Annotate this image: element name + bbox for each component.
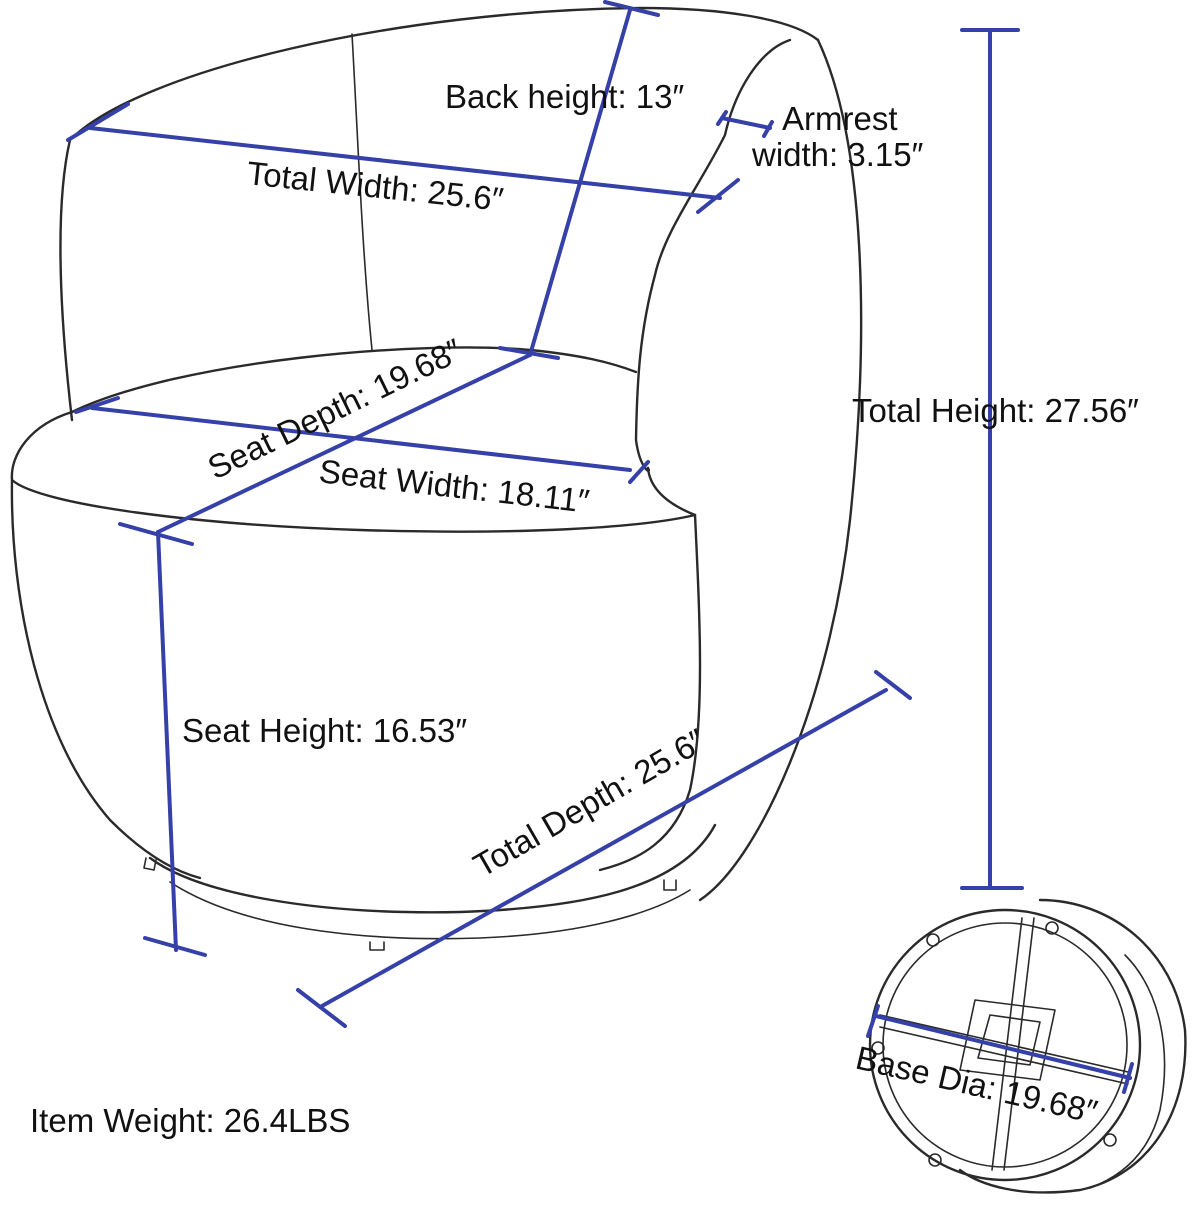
dim-base-dia	[874, 1014, 1132, 1080]
armrest-seat-join	[646, 466, 697, 517]
base-ring-outer	[868, 908, 1142, 1182]
base-ring-inner	[882, 922, 1128, 1168]
base-bolt-3	[871, 1041, 885, 1055]
base-bolt-4	[1103, 1133, 1117, 1147]
dim-total-width-cap-left	[66, 102, 130, 142]
dim-base-dia-cap-right	[1122, 1062, 1134, 1094]
dim-seat-height-cap-top	[118, 522, 194, 546]
dim-armrest-cap-left	[716, 110, 728, 126]
dimension-labels: Back height: 13″ Armrest width: 3.15″ To…	[30, 78, 1139, 1139]
dim-seat-width-cap-right	[628, 460, 650, 484]
seat-back-edge	[70, 346, 638, 414]
dim-back-height-cap-top	[603, 0, 660, 17]
armrest-outer-curve	[698, 38, 863, 902]
dimension-lines	[66, 0, 1134, 1094]
base-band-lower	[169, 881, 691, 940]
label-back-height: Back height: 13″	[445, 78, 684, 115]
dim-seat-width	[90, 406, 632, 472]
dim-total-depth-cap-left	[296, 988, 347, 1028]
foot-left	[143, 857, 157, 871]
dim-seat-height-cap-bottom	[143, 936, 207, 957]
label-item-weight: Item Weight: 26.4LBS	[30, 1102, 350, 1139]
dim-seat-width-cap-left	[74, 396, 120, 414]
label-seat-height: Seat Height: 16.53″	[182, 712, 467, 749]
dim-armrest-cap-right	[762, 120, 774, 138]
base-shell-inner	[1089, 954, 1166, 1189]
label-total-depth: Total Depth: 25.6″	[467, 721, 712, 884]
dim-armrest-width	[720, 116, 772, 130]
backrest-seam	[351, 33, 373, 351]
dim-seat-height	[156, 530, 178, 952]
label-armrest-line2: width: 3.15″	[751, 136, 924, 173]
label-total-width: Total Width: 25.6″	[245, 154, 505, 218]
armrest-inner-curve	[634, 38, 792, 472]
label-total-height: Total Height: 27.56″	[852, 392, 1139, 429]
dim-total-width	[88, 126, 722, 200]
foot-right	[663, 879, 677, 891]
dim-back-height-cap-bottom	[498, 346, 560, 360]
base-bolt-2	[1045, 921, 1059, 935]
swivel-plate	[959, 999, 1056, 1081]
base-bolt-5	[928, 1153, 942, 1167]
base-spoke-horizontal-2	[879, 1026, 1129, 1085]
dim-seat-depth	[156, 353, 532, 534]
foot-center	[369, 941, 385, 951]
dim-total-width-cap-right	[696, 178, 740, 214]
body-front-right	[598, 513, 702, 872]
backrest-top-curve	[59, 6, 820, 422]
dim-total-depth	[320, 688, 888, 1008]
dim-base-dia-cap-left	[866, 1004, 880, 1038]
base-band	[148, 823, 717, 914]
body-left-side	[10, 478, 202, 880]
base-shell	[958, 898, 1187, 1194]
seat-front-edge	[10, 410, 697, 533]
dim-total-depth-cap-right	[874, 670, 912, 700]
base-spoke-horizontal	[879, 1014, 1129, 1073]
base-spoke-vertical-2	[1003, 917, 1035, 1171]
chair-outline	[10, 6, 863, 951]
base-bottom-view	[868, 898, 1187, 1194]
base-bolt-1	[926, 933, 940, 947]
label-armrest-line1: Armrest	[782, 100, 898, 137]
